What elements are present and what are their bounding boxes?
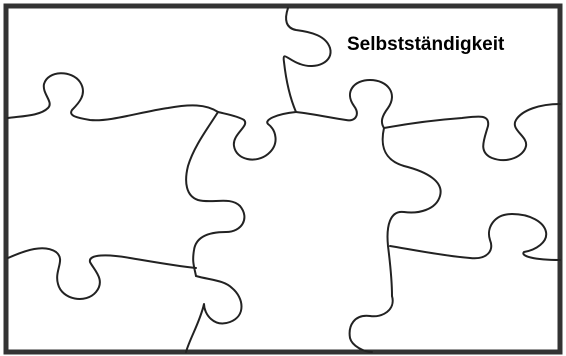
puzzle-seam-right-mid — [383, 103, 561, 162]
puzzle-seam-center-left — [185, 111, 246, 277]
puzzle-border — [3, 3, 563, 355]
puzzle-seam-center-lower — [185, 275, 243, 353]
puzzle-seam-bottom-right — [348, 295, 394, 353]
puzzle-seam-right-lower — [389, 213, 561, 261]
puzzle-seam-right-upper — [295, 79, 393, 129]
puzzle-seam-left-upper — [7, 72, 219, 122]
puzzle-seam-right-vertical — [381, 127, 442, 297]
puzzle-seam-top-center — [282, 7, 332, 113]
puzzle-seam-center-knob — [217, 111, 297, 161]
puzzle-label: Selbstständigkeit — [347, 34, 505, 55]
puzzle-seam-left-lower — [7, 247, 197, 300]
